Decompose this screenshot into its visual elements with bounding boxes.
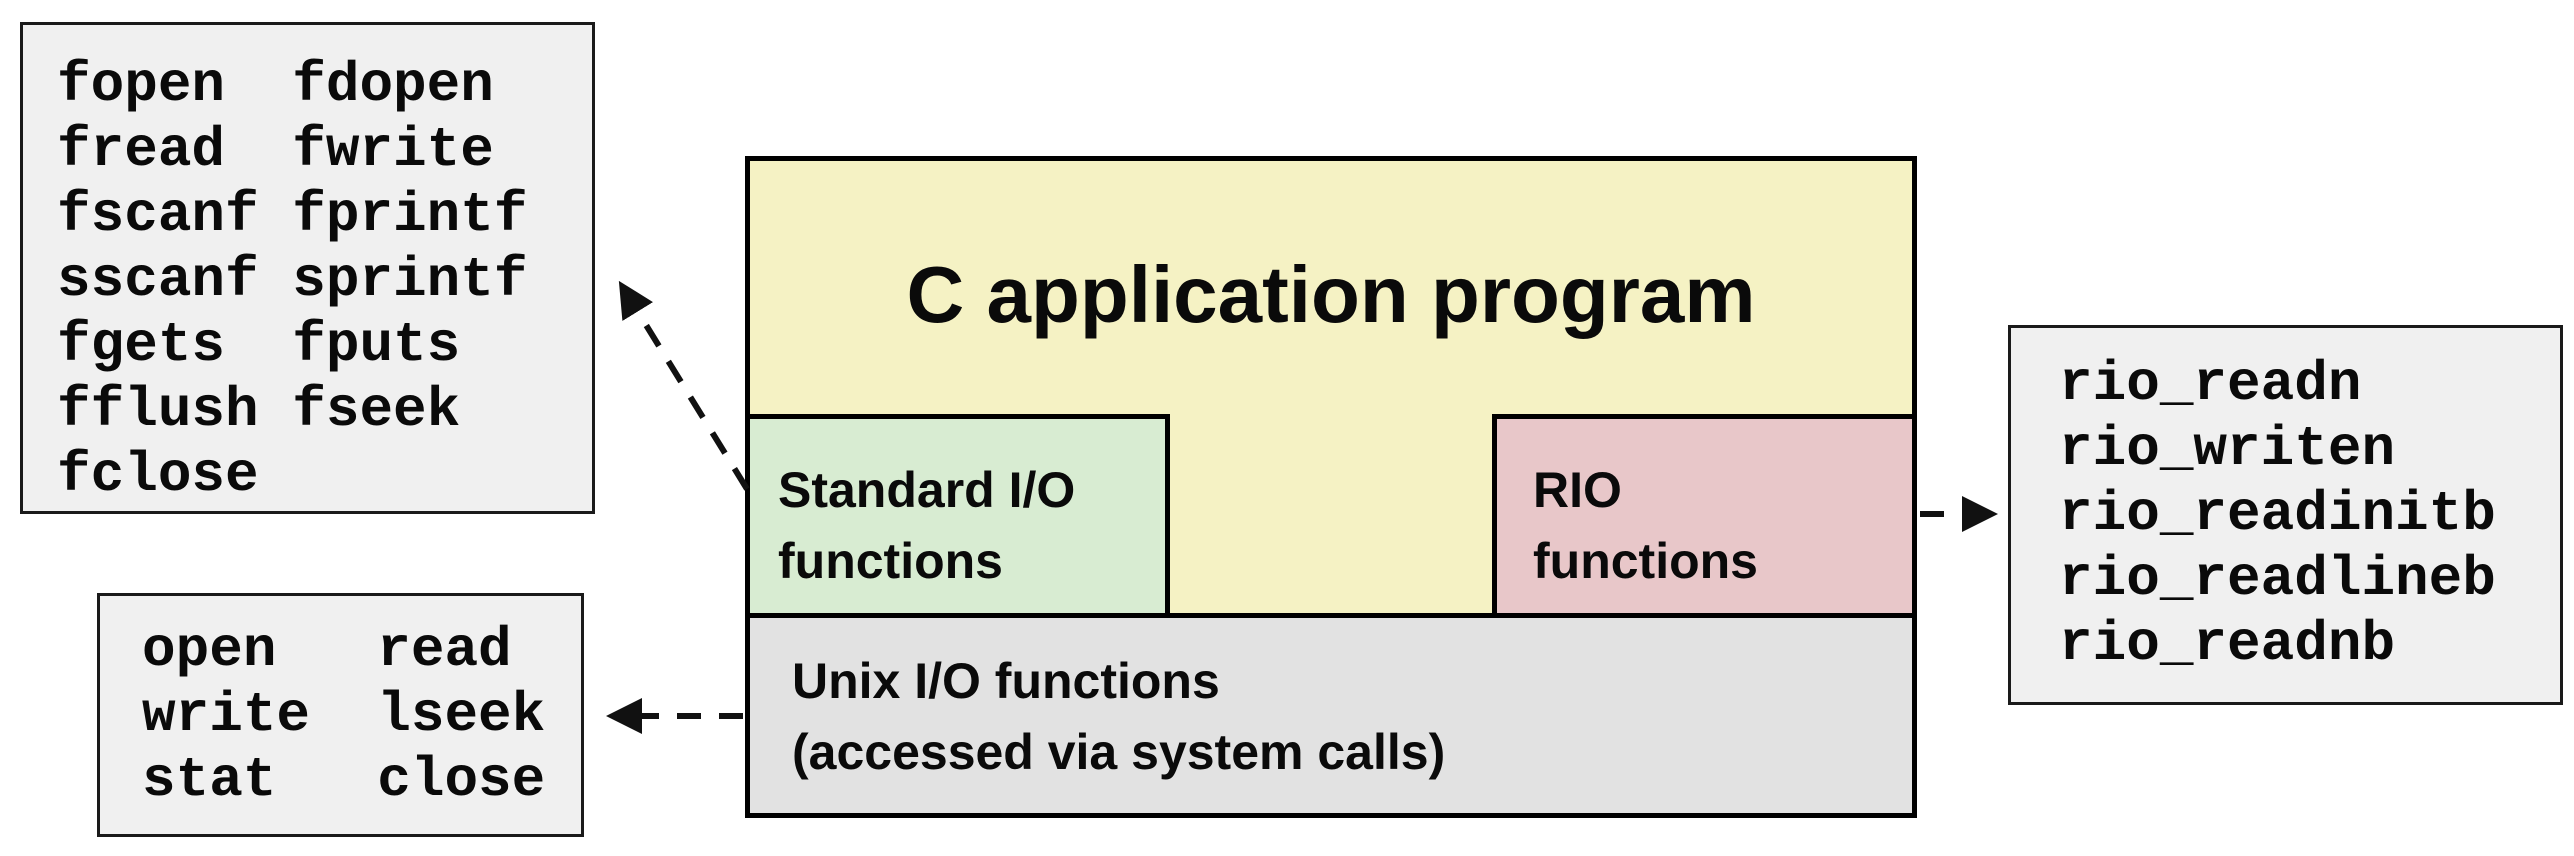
- list-item: fflush fseek: [57, 378, 461, 442]
- list-item: sscanf sprintf: [57, 248, 528, 312]
- list-item: rio_readn: [2059, 352, 2362, 416]
- standard-io-functions-box: Standard I/O functions: [745, 414, 1170, 618]
- list-item: stat close: [142, 748, 546, 812]
- rio-functions-box: RIO functions: [1492, 414, 1917, 618]
- c-application-program-label: C application program: [906, 250, 1756, 339]
- standard-io-label-line2: functions: [778, 533, 1003, 589]
- list-item: fgets fputs: [57, 313, 461, 377]
- standard-io-label-line1: Standard I/O: [778, 462, 1076, 518]
- list-item: fopen fdopen: [57, 53, 494, 117]
- unix-io-label-line1: Unix I/O functions: [792, 653, 1220, 709]
- stdio-dashed-arrow: [618, 280, 750, 491]
- list-item: write lseek: [142, 683, 546, 747]
- list-item: open read: [142, 618, 512, 682]
- stdio-functions-list-box: fopen fdopen fread fwrite fscanf fprintf…: [20, 22, 595, 514]
- rio-functions-list-box: rio_readn rio_writen rio_readinitb rio_r…: [2008, 325, 2563, 705]
- unix-io-label-line2: (accessed via system calls): [792, 724, 1446, 780]
- rio-label-line2: functions: [1533, 533, 1758, 589]
- list-item: rio_readnb: [2059, 612, 2396, 676]
- unix-syscalls-list-box: open read write lseek stat close: [97, 593, 584, 837]
- unix-io-functions-box: Unix I/O functions (accessed via system …: [745, 613, 1917, 818]
- list-item: fscanf fprintf: [57, 183, 528, 247]
- rio-label-line1: RIO: [1533, 462, 1622, 518]
- list-item: rio_readlineb: [2059, 547, 2496, 611]
- list-item: fclose: [57, 443, 259, 507]
- list-item: rio_readinitb: [2059, 482, 2496, 546]
- list-item: rio_writen: [2059, 417, 2396, 481]
- list-item: fread fwrite: [57, 118, 494, 182]
